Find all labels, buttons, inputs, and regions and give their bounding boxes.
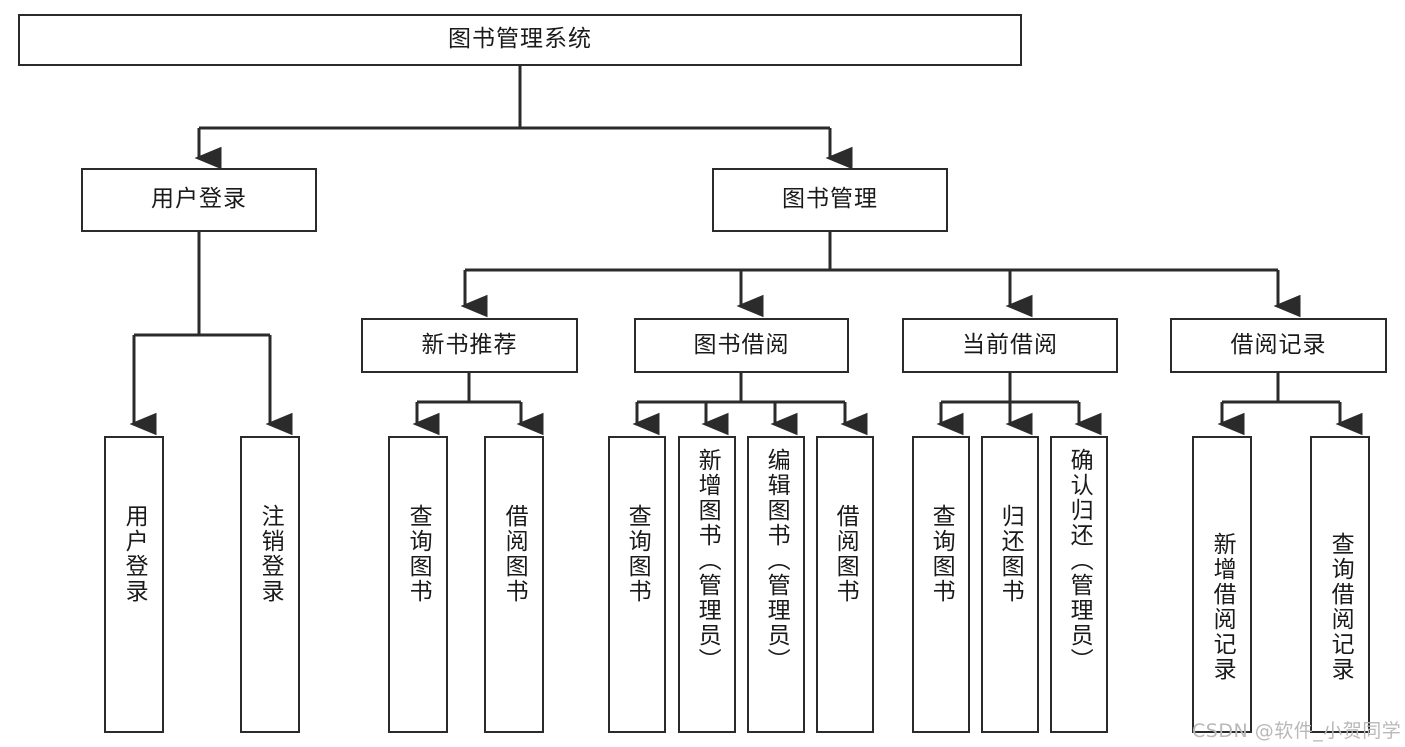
leaf-query-book-current-label: 查询图书 bbox=[928, 504, 955, 604]
leaf-query-book-current[interactable]: 查询图书 bbox=[912, 436, 970, 733]
leaf-borrow-book-recommend[interactable]: 借阅图书 bbox=[484, 436, 544, 733]
node-current-borrow-label: 当前借阅 bbox=[962, 331, 1058, 358]
node-root-label: 图书管理系统 bbox=[448, 26, 592, 53]
leaf-query-book-recommend[interactable]: 查询图书 bbox=[388, 436, 448, 733]
leaf-query-borrow-record[interactable]: 查询借阅记录 bbox=[1310, 436, 1370, 733]
node-book-management[interactable]: 图书管理 bbox=[712, 168, 948, 232]
leaf-add-book-admin-label: 新增图书（管理员） bbox=[694, 448, 721, 673]
leaf-confirm-return-admin-label: 确认归还（管理员） bbox=[1066, 448, 1093, 673]
node-new-book-recommend-label: 新书推荐 bbox=[421, 331, 518, 358]
leaf-return-book[interactable]: 归还图书 bbox=[981, 436, 1039, 733]
node-borrow-records[interactable]: 借阅记录 bbox=[1170, 318, 1387, 373]
leaf-add-borrow-record-label: 新增借阅记录 bbox=[1209, 532, 1236, 682]
leaf-edit-book-admin-label: 编辑图书（管理员） bbox=[763, 448, 790, 673]
leaf-query-book-borrow[interactable]: 查询图书 bbox=[608, 436, 666, 733]
leaf-borrow-book-recommend-label: 借阅图书 bbox=[501, 504, 528, 604]
leaf-edit-book-admin[interactable]: 编辑图书（管理员） bbox=[747, 436, 805, 733]
leaf-confirm-return-admin[interactable]: 确认归还（管理员） bbox=[1050, 436, 1108, 733]
leaf-user-logout[interactable]: 注销登录 bbox=[240, 436, 300, 733]
node-user-login[interactable]: 用户登录 bbox=[81, 168, 317, 232]
leaf-return-book-label: 归还图书 bbox=[997, 504, 1024, 604]
node-current-borrow[interactable]: 当前借阅 bbox=[902, 318, 1118, 373]
node-borrow-records-label: 借阅记录 bbox=[1230, 331, 1327, 358]
leaf-user-login[interactable]: 用户登录 bbox=[104, 436, 164, 733]
leaf-user-logout-label: 注销登录 bbox=[257, 504, 284, 604]
leaf-query-book-borrow-label: 查询图书 bbox=[624, 504, 651, 604]
leaf-add-borrow-record[interactable]: 新增借阅记录 bbox=[1192, 436, 1252, 733]
node-book-management-label: 图书管理 bbox=[782, 186, 878, 213]
leaf-query-borrow-record-label: 查询借阅记录 bbox=[1327, 532, 1354, 682]
leaf-user-login-label: 用户登录 bbox=[121, 504, 148, 604]
node-book-borrow-label: 图书借阅 bbox=[693, 331, 790, 358]
node-book-borrow[interactable]: 图书借阅 bbox=[634, 318, 849, 373]
node-user-login-label: 用户登录 bbox=[151, 186, 247, 213]
leaf-borrow-book-label: 借阅图书 bbox=[832, 504, 859, 604]
node-new-book-recommend[interactable]: 新书推荐 bbox=[361, 318, 578, 373]
leaf-add-book-admin[interactable]: 新增图书（管理员） bbox=[678, 436, 736, 733]
watermark: CSDN @软件_小贺同学 bbox=[1192, 720, 1402, 742]
leaf-query-book-recommend-label: 查询图书 bbox=[405, 504, 432, 604]
leaf-borrow-book[interactable]: 借阅图书 bbox=[816, 436, 874, 733]
node-root[interactable]: 图书管理系统 bbox=[18, 14, 1022, 66]
